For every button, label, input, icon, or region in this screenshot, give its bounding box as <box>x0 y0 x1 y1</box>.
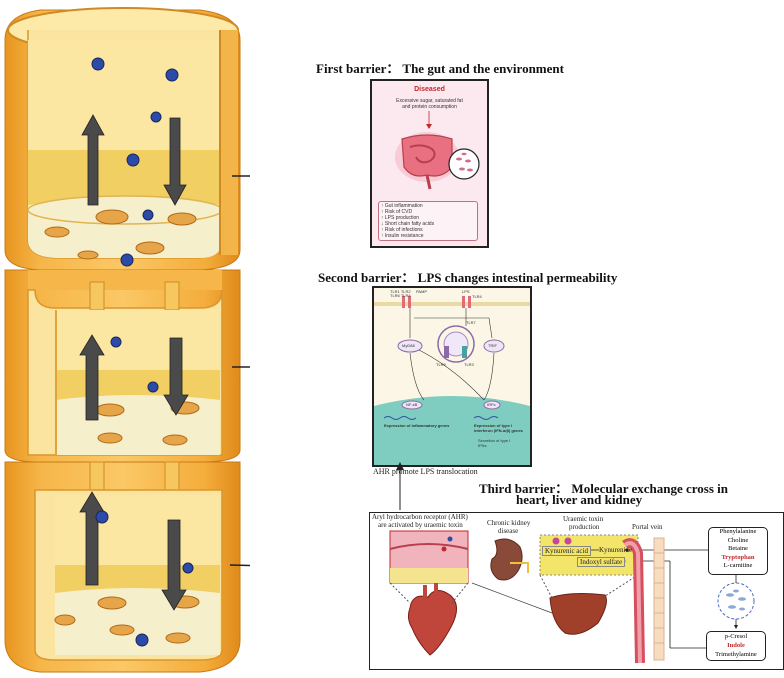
tlr3-label: TLR3 <box>464 362 474 367</box>
ckd-label-line2: disease <box>498 527 519 535</box>
effect-item: ↑ Risk of CVD <box>381 209 413 215</box>
tlr7-label: TLR7 <box>466 320 476 325</box>
precursor-item: Betaine <box>728 545 748 552</box>
kynurenic-acid-label: Kynurenic acid <box>542 546 591 556</box>
second-barrier-title: Second barrier： LPS changes intestinal p… <box>318 270 618 285</box>
first-barrier-panel: Diseased Excessive sugar, saturated fat … <box>370 79 489 248</box>
effect-item: ↑ Insulin resistance <box>381 233 424 239</box>
first-barrier-title: First barrier： The gut and the environme… <box>316 61 564 76</box>
nfkb-label: NF-κB <box>406 402 418 407</box>
product-item: Trimethylamine <box>715 651 757 658</box>
inflammatory-genes-caption: Expression of inflammatory genes <box>384 423 450 428</box>
transport-arrows <box>79 114 189 611</box>
uraemic-label-line1: Uraemic toxin <box>563 515 604 523</box>
gut-tube-illustration <box>4 7 250 673</box>
third-barrier-title-line2: heart, liver and kidney <box>516 492 643 507</box>
diseased-heading: Diseased <box>414 86 445 93</box>
receptor-labels-left: TLR1 TLR2 TLR6 TLR4 <box>390 289 411 298</box>
tube-segment-1 <box>4 7 241 271</box>
effect-item: ↑ Gut inflammation <box>381 203 423 209</box>
products-box: p-Cresol Indole Trimethylamine <box>706 631 766 661</box>
organ-exchange-diagram <box>389 530 755 664</box>
tlr4-label: TLR4 <box>472 294 482 299</box>
inflamed-intestine-icon <box>395 111 480 190</box>
effect-item: ↑ LPS production <box>381 215 420 221</box>
product-item: Indole <box>727 642 745 649</box>
product-item: p-Cresol <box>724 633 748 640</box>
effect-item: ↓ Short chain fatty acids <box>381 221 435 227</box>
pamp-label: PAMP <box>416 289 428 294</box>
interferon-genes-caption: Expression of type I interferon (IFN-α/β… <box>474 423 523 433</box>
ahr-link-label: AHR promote LPS translocation <box>373 467 478 476</box>
lps-label: LPS <box>462 289 470 294</box>
tlr9-label: TLR9 <box>436 362 446 367</box>
kynurenine-label: Kynurenine <box>599 546 633 554</box>
ahr-link-arrow <box>396 462 404 510</box>
portal-vein-label: Portal vein <box>632 523 663 531</box>
effects-box: ↑ Gut inflammation ↑ Risk of CVD ↑ LPS p… <box>378 201 478 241</box>
molecule-balls <box>91 57 194 647</box>
ifn-secretion-caption: Secretion of type I IFNs <box>478 438 511 448</box>
second-barrier-panel: TLR1 TLR2 TLR6 TLR4 PAMP LPS TLR4 TLR7 M… <box>372 286 532 467</box>
tube-segment-3 <box>4 461 241 673</box>
ahr-caption-line2: are activated by uraemic toxin <box>378 521 463 529</box>
tlr-signaling-diagram <box>374 296 530 465</box>
precursor-item: Tryptophan <box>721 553 755 561</box>
precursor-item: Choline <box>727 536 749 544</box>
effect-item: ↑ Risk of infections <box>381 227 423 233</box>
myd88-label: MyD88 <box>402 343 415 348</box>
irfs-label: IRFs <box>487 402 496 407</box>
precursor-box: Phenylalanine Choline Betaine Tryptophan… <box>708 527 768 575</box>
ahr-caption-line1: Aryl hydrocarbon receptor (AHR) <box>372 513 468 521</box>
indoxyl-sulfate-label: Indoxyl sulfate <box>577 557 626 567</box>
uraemic-label-line2: production <box>569 523 600 531</box>
precursor-item: Phenylalanine <box>719 528 757 535</box>
trif-label: TRIF <box>488 343 497 348</box>
diet-line2: and protein consumption <box>402 104 457 110</box>
ckd-label-line1: Chronic kidney <box>487 519 531 527</box>
diet-line1: Excessive sugar, saturated fat <box>396 98 463 104</box>
third-barrier-title-line1: Third barrier： Molecular exchange cross … <box>479 481 729 496</box>
precursor-item: L-carnitine <box>723 562 753 569</box>
tube-segment-2 <box>4 269 241 463</box>
third-barrier-panel: Aryl hydrocarbon receptor (AHR) are acti… <box>369 512 784 670</box>
